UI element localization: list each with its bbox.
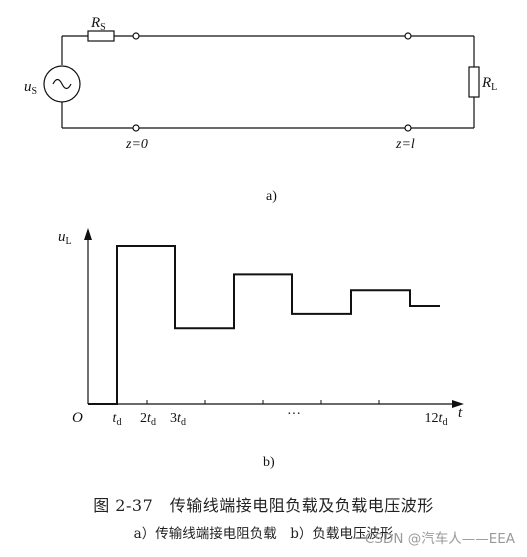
circuit-labels: RS uS RL z=0 z=l a) xyxy=(24,15,497,204)
tick-label-2td: 2td xyxy=(140,411,156,428)
position-end-label: z=l xyxy=(395,137,415,152)
terminal-bottom-end xyxy=(404,124,412,132)
tick-label-3td: 3td xyxy=(170,411,186,428)
y-axis-label: uL xyxy=(58,229,72,247)
terminal-bottom-start xyxy=(132,124,140,132)
terminal-top-end xyxy=(404,32,412,40)
tick-label-ellipsis: ··· xyxy=(287,407,301,422)
figure-caption: 图 2-37 传输线端接电阻负载及负载电压波形 xyxy=(93,496,434,515)
series-resistor-label: RS xyxy=(90,15,106,33)
circuit-diagram xyxy=(43,30,480,132)
figure-subcaption: a）传输线端接电阻负载 b）负载电压波形 xyxy=(133,526,394,542)
load-label: RL xyxy=(481,75,497,93)
y-axis-arrow xyxy=(84,228,92,240)
load-resistor xyxy=(468,66,480,98)
panel-b-label: b) xyxy=(263,455,275,470)
x-axis-arrow xyxy=(452,400,464,408)
x-axis-label: t xyxy=(458,405,463,421)
tick-label-12td: 12td xyxy=(425,411,448,428)
sine-symbol xyxy=(52,78,72,90)
terminal-top-start xyxy=(132,32,140,40)
load-voltage-waveform xyxy=(88,245,440,405)
x-axis-tick-marks xyxy=(146,400,380,404)
panel-a-label: a) xyxy=(266,189,277,204)
watermark: CSDN @汽车人——EEA xyxy=(364,531,515,547)
origin-label: O xyxy=(72,410,83,426)
waveform-plot xyxy=(84,228,464,408)
position-start-label: z=0 xyxy=(125,137,148,152)
tick-label-td: td xyxy=(113,411,122,428)
waveform-labels: uL t O td 2td 3td ··· 12td b) xyxy=(58,229,463,470)
source-label: uS xyxy=(24,79,37,97)
